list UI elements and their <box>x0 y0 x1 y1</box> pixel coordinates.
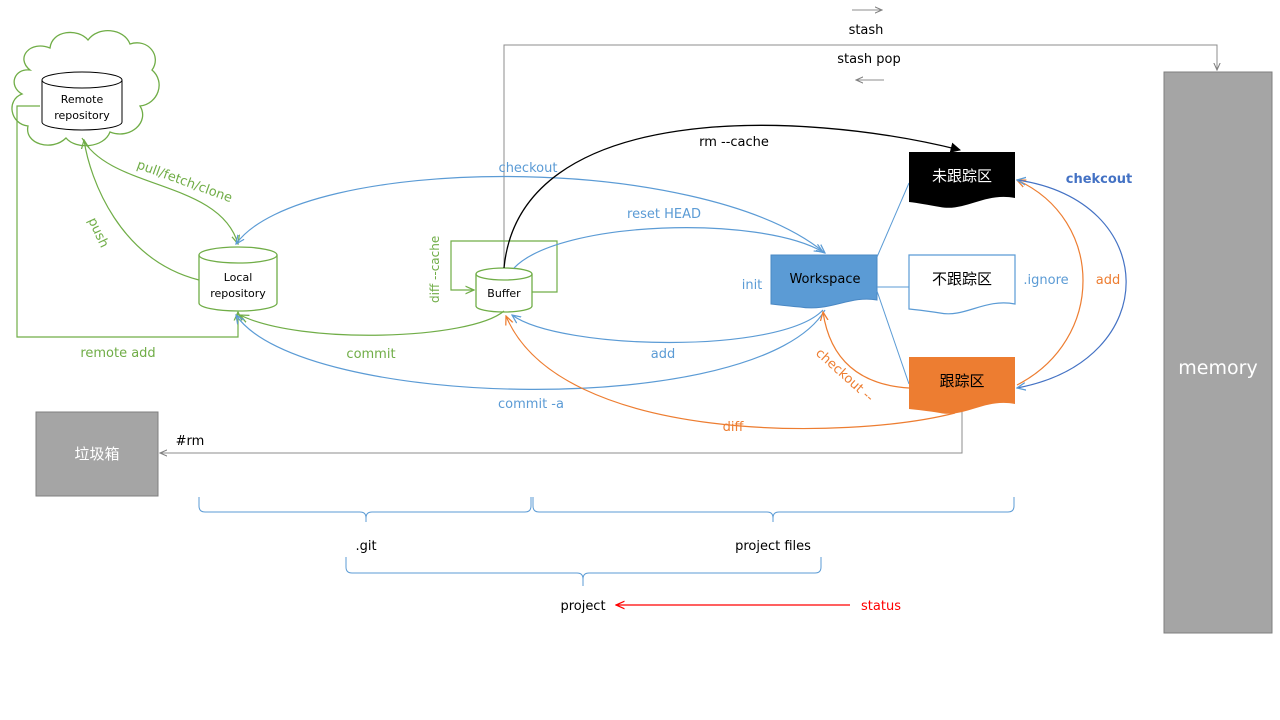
checkout-dash-arrow <box>823 312 910 389</box>
stash-label: stash <box>849 23 884 38</box>
remote-label-2: repository <box>54 109 110 122</box>
checkout-dash-label: checkout -- <box>812 346 876 406</box>
add-arrow <box>512 309 824 344</box>
commit-a-arrow <box>236 309 826 390</box>
stash-pop-label: stash pop <box>837 52 900 67</box>
ws-untracked-connector <box>876 182 910 258</box>
push-arrow <box>84 140 200 281</box>
ignored-label: 不跟踪区 <box>932 270 992 288</box>
stash-connector <box>503 44 1217 268</box>
remote-label-1: Remote <box>61 93 104 106</box>
init-label: init <box>742 278 763 293</box>
git-label: .git <box>355 539 376 554</box>
pull-arrow <box>81 137 238 244</box>
tracked-label: 跟踪区 <box>939 372 984 390</box>
add-label: add <box>651 347 675 362</box>
commit-arrow <box>240 310 505 336</box>
checkout-arrow <box>236 175 825 253</box>
rm-arrow <box>160 412 963 453</box>
remote-add-arrow <box>16 105 238 338</box>
checkout-label: checkout <box>499 161 558 176</box>
rm-cache-arrow <box>503 124 962 269</box>
add-right-label: add <box>1096 273 1120 288</box>
git-brace <box>198 497 532 522</box>
reset-head-label: reset HEAD <box>627 207 701 222</box>
rm-label: #rm <box>176 434 205 449</box>
commit-label: commit <box>346 347 395 362</box>
project-label: project <box>560 599 605 614</box>
ignore-label: .ignore <box>1023 273 1068 288</box>
project-files-label: project files <box>735 539 811 554</box>
memory-node: memory <box>1163 71 1273 634</box>
trash-node: 垃圾箱 <box>35 411 159 497</box>
memory-label: memory <box>1178 357 1257 379</box>
project-files-brace <box>532 497 1015 522</box>
status-label: status <box>861 599 901 614</box>
commit-a-label: commit -a <box>498 397 564 412</box>
local-label-1: Local <box>224 271 253 284</box>
local-label-2: repository <box>210 287 266 300</box>
remote-add-label: remote add <box>80 346 155 361</box>
tracked-node: 跟踪区 <box>909 357 1015 414</box>
local-repository-node: Local repository <box>198 246 278 312</box>
chekcout-right-arrow <box>1017 180 1127 388</box>
untracked-node: 未跟踪区 <box>909 152 1015 208</box>
workspace-label: Workspace <box>789 272 860 287</box>
diff-arrow <box>506 316 956 430</box>
diff-cache-label: diff --cache <box>428 236 442 303</box>
ws-tracked-connector <box>876 290 910 385</box>
workspace-node: Workspace <box>770 254 878 309</box>
remote-repository-node: Remote repository <box>11 30 160 147</box>
reset-head-arrow <box>513 227 823 269</box>
buffer-node: Buffer <box>475 267 533 313</box>
project-brace <box>345 557 822 586</box>
add-right-arrow <box>1017 180 1084 386</box>
push-label: push <box>84 215 111 250</box>
untracked-label: 未跟踪区 <box>932 167 992 185</box>
buffer-label: Buffer <box>487 287 521 300</box>
ignored-node: 不跟踪区 <box>908 254 1016 315</box>
chekcout-label: chekcout <box>1066 172 1133 187</box>
trash-label: 垃圾箱 <box>74 445 119 463</box>
diff-label: diff <box>723 420 745 435</box>
rm-cache-label: rm --cache <box>699 135 769 150</box>
